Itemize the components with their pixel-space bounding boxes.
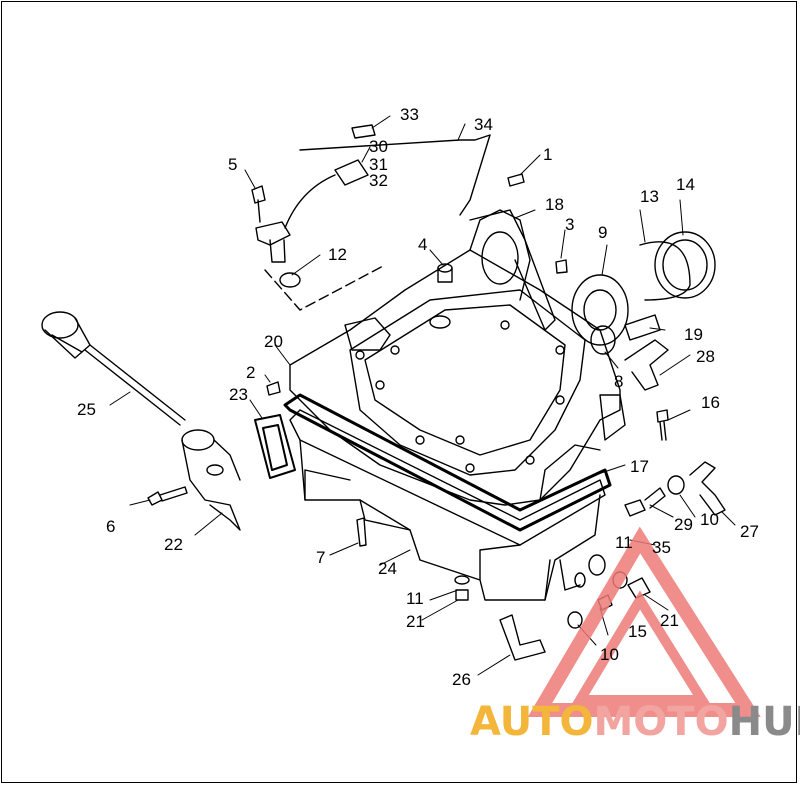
callout-19: 19 (684, 325, 703, 344)
callout-26: 26 (452, 670, 471, 689)
callout-17: 17 (630, 457, 649, 476)
callout-21: 21 (406, 612, 425, 631)
callout-18: 18 (545, 195, 564, 214)
callout-13: 13 (640, 187, 659, 206)
callout-35: 35 (652, 538, 671, 557)
filler-fitting (181, 429, 241, 531)
callout-22: 22 (164, 535, 183, 554)
oil-pan (289, 409, 606, 601)
callout-14: 14 (676, 175, 695, 194)
right-fittings (624, 461, 726, 517)
dowel-pins (266, 173, 568, 396)
callout-16: 16 (701, 393, 720, 412)
plug-4 (429, 263, 453, 329)
transmission-case (289, 209, 626, 506)
bolt-6 (147, 486, 188, 506)
bracket-34 (299, 134, 491, 216)
callout-8: 8 (614, 372, 623, 391)
callout-4: 4 (418, 235, 427, 254)
callout-1: 1 (543, 145, 552, 164)
speed-sensor (251, 124, 376, 288)
callout-2: 2 (246, 363, 255, 382)
callout-25: 25 (77, 400, 96, 419)
callout-30: 30 (369, 137, 388, 156)
callout-10-lower: 10 (600, 645, 619, 664)
callout-3: 3 (565, 215, 574, 234)
pan-gasket (283, 393, 612, 532)
callout-33: 33 (400, 105, 419, 124)
watermark-hub: HUB (728, 699, 800, 745)
callout-23: 23 (229, 385, 248, 404)
callout-34: 34 (474, 115, 493, 134)
callout-29: 29 (674, 515, 693, 534)
leader-lines (109, 115, 736, 676)
callout-11-right: 11 (615, 533, 633, 552)
dipstick (41, 311, 186, 426)
hose-28 (624, 339, 669, 391)
callout-12: 12 (328, 245, 347, 264)
callout-labels: 1 2 3 4 5 6 7 8 9 10 11 12 13 14 15 16 1… (77, 105, 759, 689)
callout-21-right: 21 (660, 611, 679, 630)
callout-28: 28 (696, 347, 715, 366)
callout-15: 15 (628, 622, 647, 641)
bearing-assembly (571, 231, 716, 355)
dashed-leader (264, 264, 386, 311)
gasket-23 (254, 414, 296, 479)
callout-32: 32 (369, 171, 388, 190)
callout-27: 27 (740, 522, 759, 541)
callout-24: 24 (378, 559, 397, 578)
callout-10: 10 (700, 510, 719, 529)
callout-6: 6 (106, 517, 115, 536)
callout-31: 31 (369, 155, 388, 174)
callout-7: 7 (316, 548, 325, 567)
callout-5: 5 (228, 155, 237, 174)
hose-26 (499, 614, 546, 661)
bracket-18 (469, 209, 556, 331)
callout-9: 9 (598, 223, 607, 242)
watermark-moto: MOTO (593, 699, 729, 745)
bolt-7 (356, 517, 367, 547)
callout-20: 20 (264, 332, 283, 351)
callout-11: 11 (406, 589, 424, 608)
watermark-logo (527, 526, 761, 717)
watermark-text: AUTOMOTOHUB (470, 699, 800, 745)
watermark-auto: AUTO (470, 699, 594, 745)
